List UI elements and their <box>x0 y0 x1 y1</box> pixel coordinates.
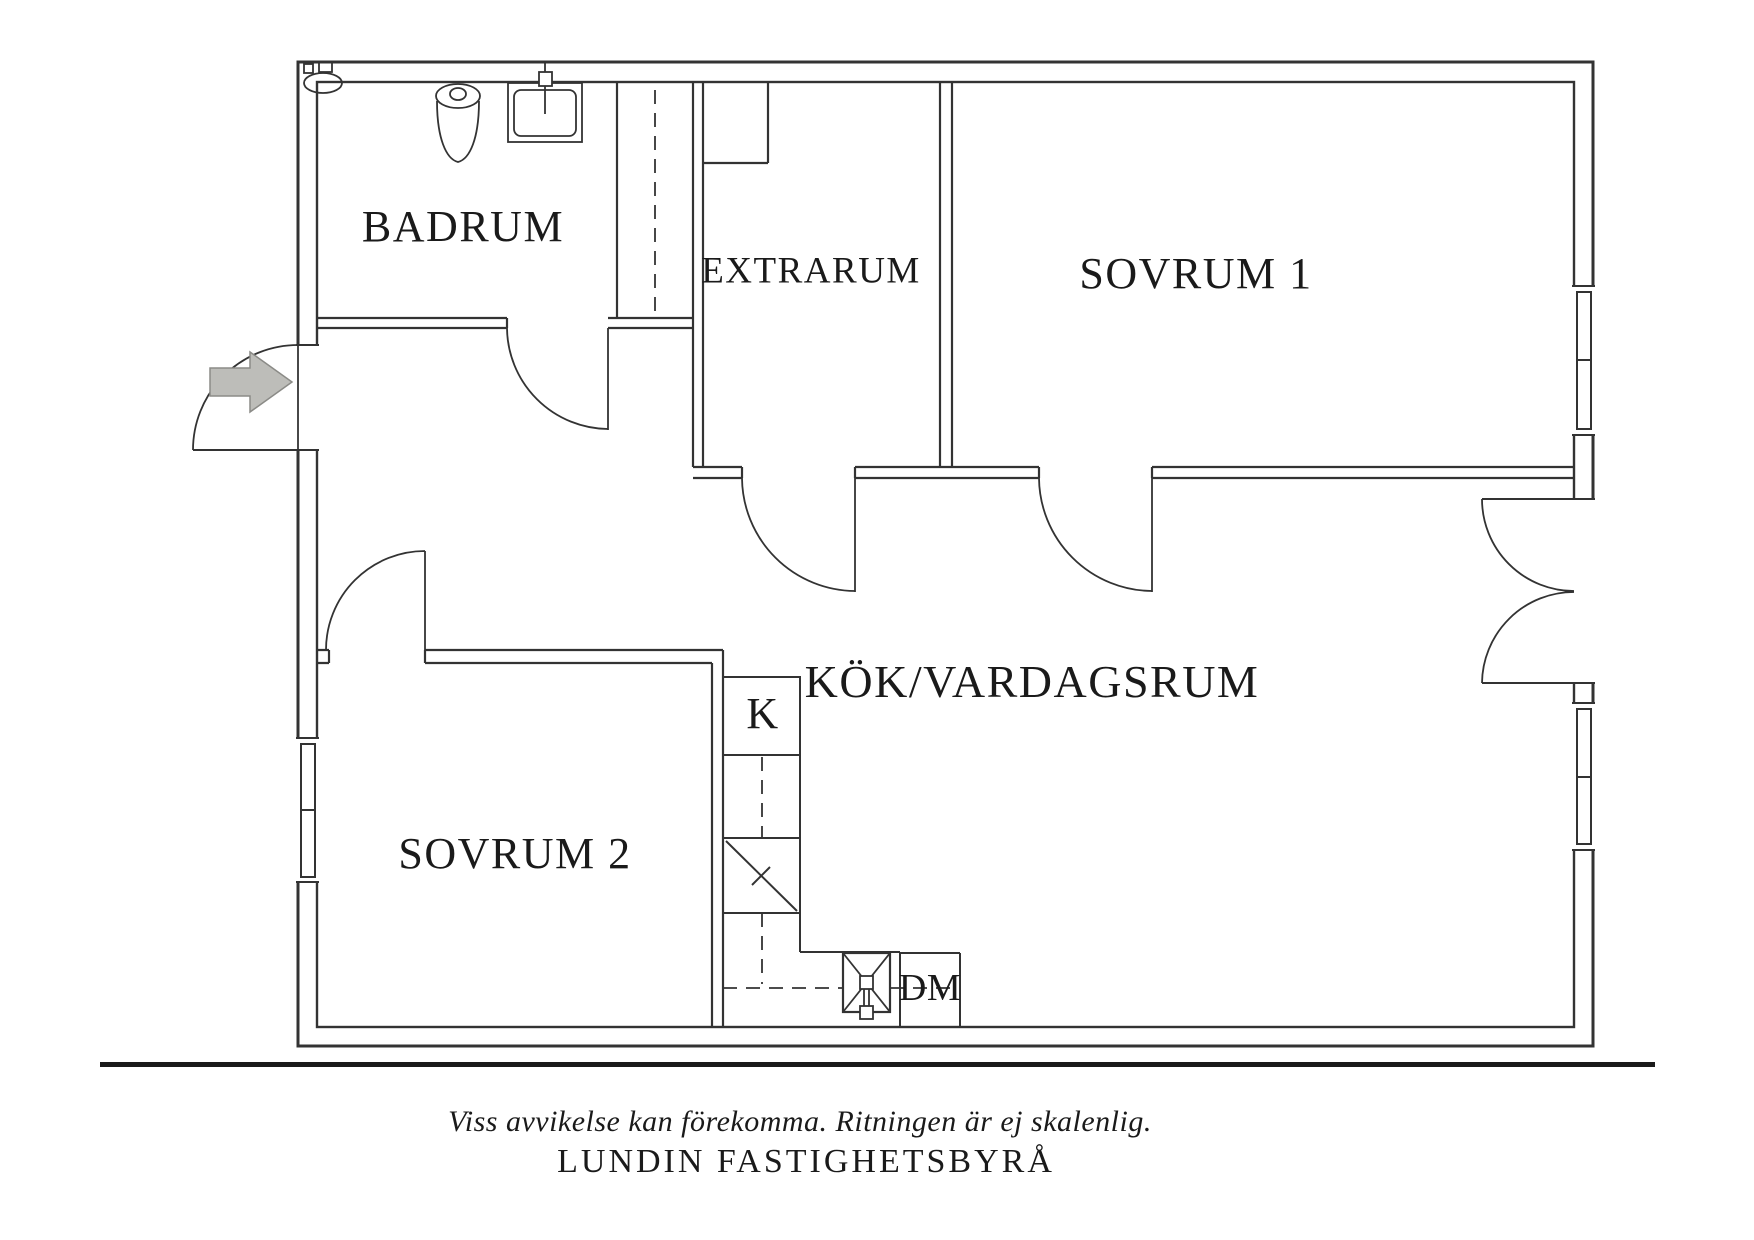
entry-arrow-icon <box>209 350 294 414</box>
window-sovrum1 <box>1572 285 1595 436</box>
wall-opening-masks <box>293 285 1598 883</box>
dishwasher-label: DM <box>898 967 962 1009</box>
room-label-sovrum2: SOVRUM 2 <box>398 829 632 878</box>
footer-divider <box>100 1062 1655 1067</box>
shower-icon <box>303 61 343 94</box>
room-label-extrarum: EXTRARUM <box>701 250 921 292</box>
kitchen-sink-icon <box>841 951 892 1020</box>
room-label-badrum: BADRUM <box>361 202 565 251</box>
bathroom-sink-icon <box>507 62 583 143</box>
footer-disclaimer: Viss avvikelse kan förekomma. Ritningen … <box>448 1105 1152 1138</box>
room-label-sovrum1: SOVRUM 1 <box>1079 249 1313 298</box>
balcony-double-door <box>1481 498 1595 684</box>
entry-door <box>192 344 319 451</box>
window-sovrum2 <box>296 737 319 883</box>
kitchen-counter-dashed <box>723 757 958 989</box>
room-label-kok: KÖK/VARDAGSRUM <box>804 656 1260 707</box>
interior-doors <box>325 327 1153 651</box>
fridge-label: K <box>746 689 780 738</box>
footer-agency-name: LUNDIN FASTIGHETSBYRÅ <box>557 1143 1055 1180</box>
interior-walls <box>317 82 1574 1027</box>
toilet-icon <box>435 83 481 163</box>
window-kok <box>1572 702 1595 851</box>
